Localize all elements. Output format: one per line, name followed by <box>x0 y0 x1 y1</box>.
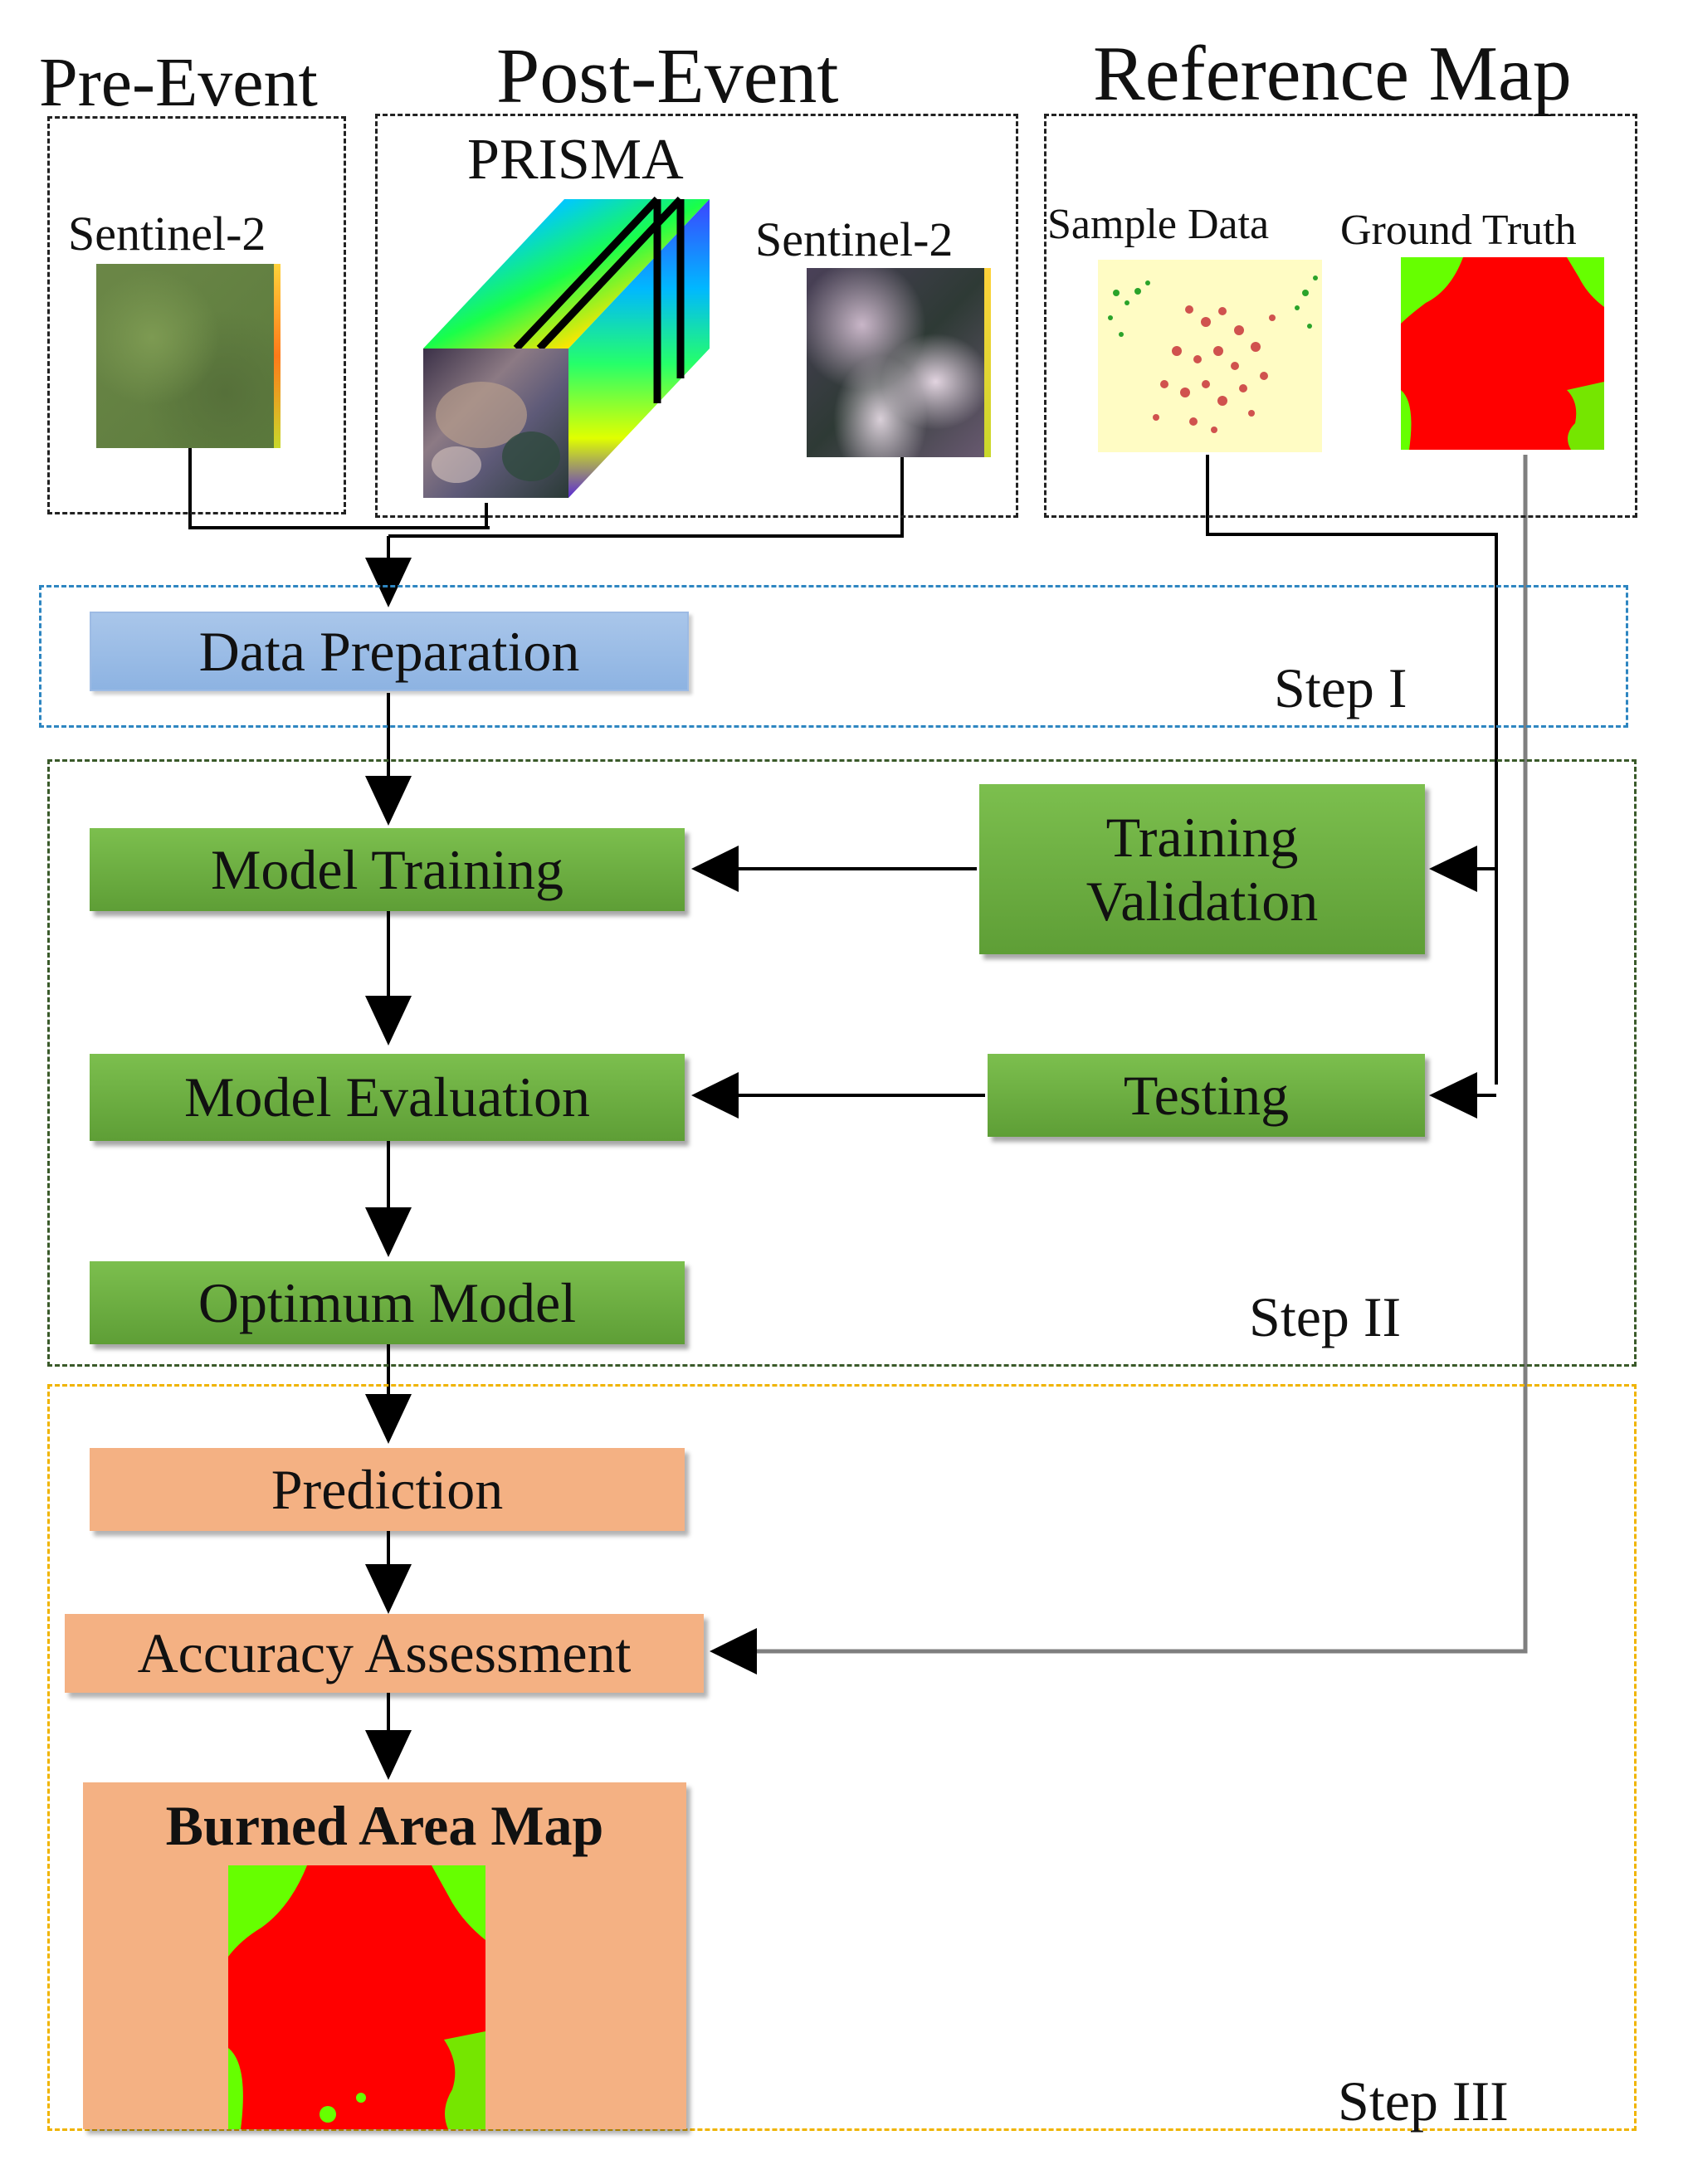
arrow-to-prediction <box>365 1394 412 1444</box>
line-pre-sentinel <box>188 448 490 529</box>
arrow-to-testing <box>1429 1072 1477 1119</box>
post-event-frame <box>375 114 1018 518</box>
arrow-to-validation <box>1429 846 1477 892</box>
line-sample-data <box>1206 455 1498 1085</box>
pre-event-frame <box>47 116 346 514</box>
prisma-label: PRISMA <box>467 128 684 192</box>
line-ground-truth <box>739 455 1528 1654</box>
pre-event-sentinel-image <box>96 264 281 448</box>
pre-sentinel-label: Sentinel-2 <box>68 207 266 261</box>
optimum-model-box: Optimum Model <box>90 1261 685 1344</box>
post-event-sentinel-image <box>807 268 991 457</box>
reference-map-heading: Reference Map <box>1093 31 1572 117</box>
arrow-to-prep <box>365 558 412 607</box>
prisma-hyperspectral-cube <box>423 196 710 498</box>
step2-label: Step II <box>1249 1285 1402 1348</box>
accuracy-assessment-box: Accuracy Assessment <box>65 1614 704 1693</box>
line-post-sentinel <box>388 455 904 538</box>
pre-event-heading: Pre-Event <box>39 44 318 121</box>
step3-label: Step III <box>1338 2069 1509 2133</box>
arrow-to-eval <box>365 996 412 1046</box>
arrow-testing-to-eval <box>691 1072 739 1119</box>
arrow-ground-truth-to-accuracy <box>710 1628 757 1675</box>
sample-data-label: Sample Data <box>1047 201 1270 248</box>
step2-frame <box>47 759 1637 1367</box>
data-preparation-box: Data Preparation <box>90 612 689 691</box>
step1-label: Step I <box>1274 656 1407 719</box>
arrow-to-optimum <box>365 1207 412 1257</box>
burned-area-map-box: Burned Area Map <box>83 1782 686 2129</box>
model-evaluation-box: Model Evaluation <box>90 1054 685 1141</box>
arrow-validation-to-training <box>691 846 739 892</box>
step3-frame <box>47 1384 1637 2131</box>
reference-map-frame <box>1044 114 1637 518</box>
arrow-to-map <box>365 1730 412 1780</box>
ground-truth-image <box>1401 257 1604 450</box>
testing-box: Testing <box>988 1054 1425 1137</box>
post-sentinel-label: Sentinel-2 <box>755 212 954 266</box>
sample-data-image <box>1098 260 1322 452</box>
burned-area-map-title: Burned Area Map <box>165 1794 604 1857</box>
ground-truth-label: Ground Truth <box>1340 207 1577 254</box>
prediction-box: Prediction <box>90 1448 685 1531</box>
burned-area-map-image <box>228 1865 485 2129</box>
step1-frame <box>39 585 1628 728</box>
arrow-to-training <box>365 776 412 826</box>
training-validation-box: Training Validation <box>979 784 1425 954</box>
arrow-to-accuracy <box>365 1564 412 1614</box>
model-training-box: Model Training <box>90 828 685 911</box>
post-event-heading: Post-Event <box>496 33 839 119</box>
